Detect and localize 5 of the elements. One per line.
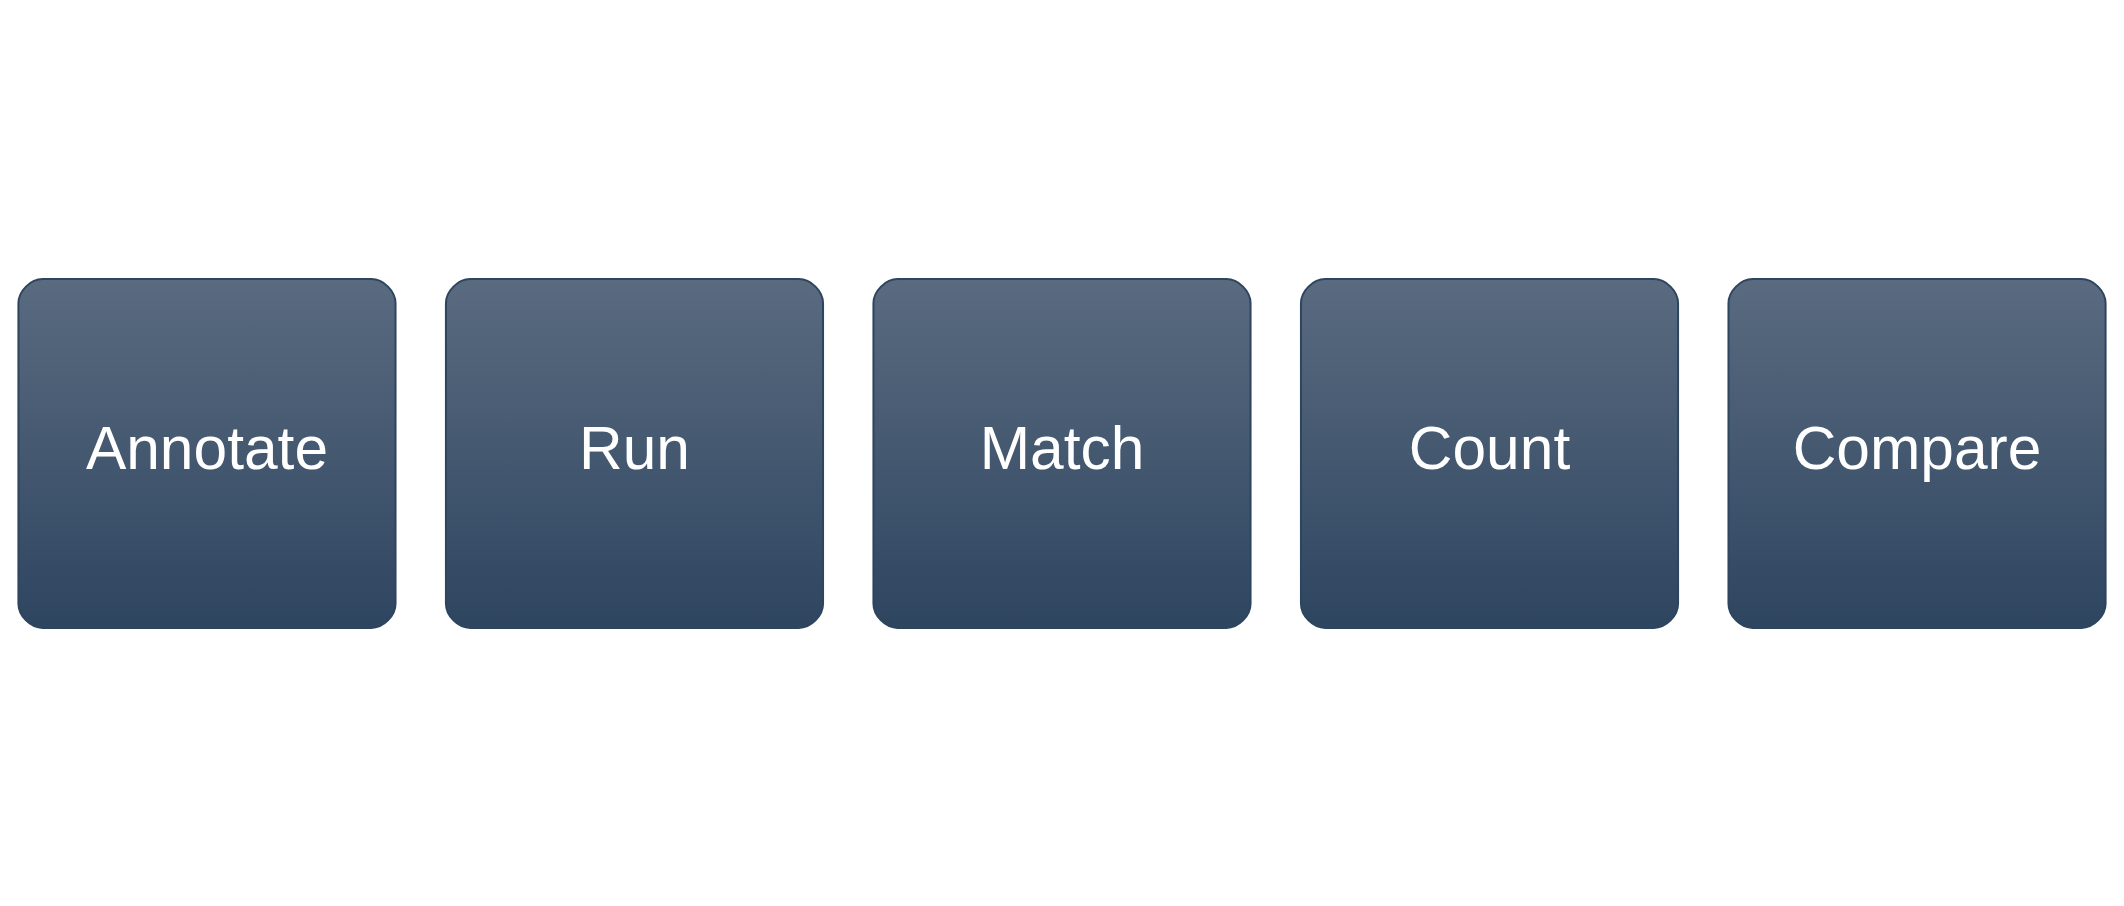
node-box: Count (1299, 277, 1680, 629)
node-box: Annotate (17, 277, 397, 629)
node-box: Compare (1727, 277, 2107, 629)
node-box: Run (444, 277, 825, 629)
node-box: Match (872, 277, 1252, 629)
